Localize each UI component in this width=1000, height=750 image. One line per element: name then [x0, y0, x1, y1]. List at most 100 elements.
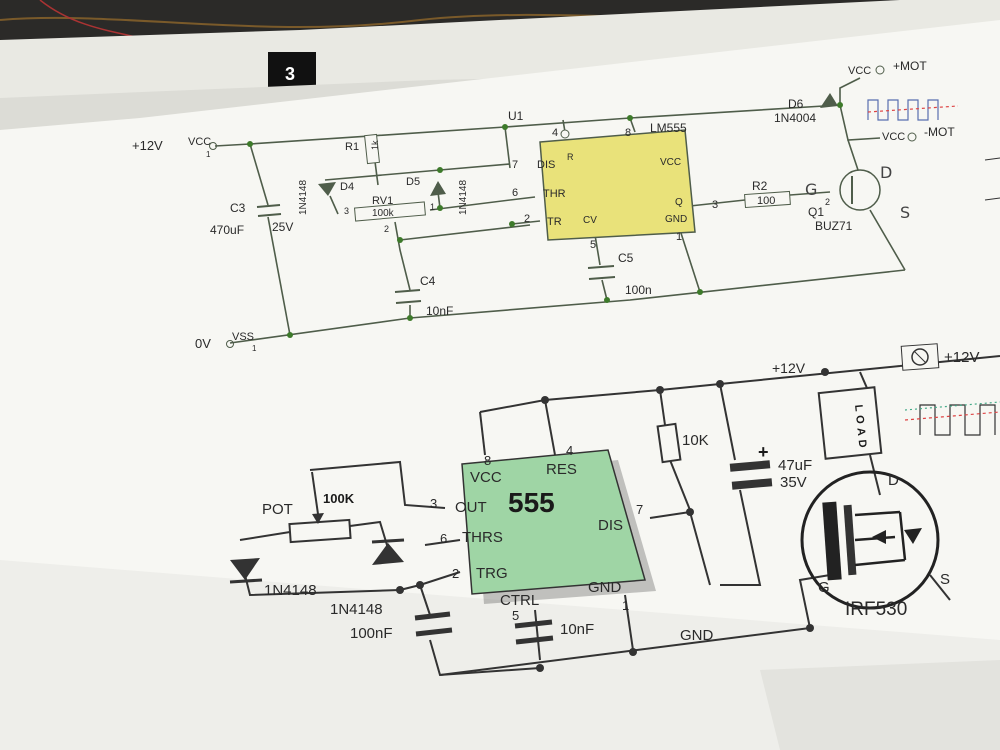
ic555-name: 555 [508, 487, 555, 518]
pin-4-bottom: 4 [566, 443, 573, 458]
hand-g: G [805, 180, 817, 199]
top-0v-label: 0V [195, 336, 211, 351]
pin-8-top: 8 [625, 127, 631, 139]
c4-symbol [394, 289, 422, 304]
u1-part: LM555 [650, 121, 687, 135]
mot-plus-label: +MOT [893, 59, 927, 73]
gnd-label: GND [680, 627, 714, 644]
load-label: LOAD [852, 404, 869, 452]
page-number-tab [268, 52, 316, 90]
bottom-supply-label: +12V [772, 360, 806, 376]
c5-value: 100n [625, 283, 652, 297]
u1-reset-bubble [560, 129, 570, 139]
r1-ref: R1 [345, 141, 359, 153]
bottom-junctions [396, 368, 829, 672]
diode-left-part: 1N4148 [264, 582, 317, 599]
u1-gnd-pin: GND [665, 214, 687, 225]
terminal-screw-slot [913, 350, 927, 364]
mosfet-g: G [818, 579, 830, 596]
top-vss-terminal [226, 340, 234, 348]
load-box [817, 386, 883, 460]
q1-ref: Q1 [808, 205, 824, 219]
cap-elec-plate2 [731, 478, 773, 490]
u1-vcc-pin: VCC [660, 157, 681, 168]
ic555-dis: DIS [598, 517, 623, 534]
top-vcc-net: VCC [188, 136, 211, 148]
c3-ref: C3 [230, 201, 246, 215]
u1-ic-body [539, 129, 696, 241]
mosfet-body-diode [904, 528, 922, 544]
pin-3-top: 3 [712, 199, 718, 211]
c5-ref: C5 [618, 251, 634, 265]
hand-d: D [880, 163, 892, 182]
terminal-label: +12V [944, 349, 979, 366]
d6-part: 1N4004 [774, 111, 816, 125]
rv1-pin1: 1 [430, 202, 435, 212]
cap-mid-value: 10nF [560, 621, 594, 638]
d6-ref: D6 [788, 97, 804, 111]
mosfet-arrow [872, 530, 886, 544]
c5-symbol [587, 265, 616, 280]
diode-left-symbol [230, 558, 260, 580]
mosfet-s: S [940, 571, 950, 588]
pot-value: 100K [323, 491, 355, 506]
waveform-bottom [904, 401, 1000, 436]
cap-mid-symbol [514, 619, 554, 645]
r2-ref: R2 [752, 179, 768, 193]
c3-voltage: 25V [272, 220, 293, 234]
mosfet-circle [800, 470, 940, 610]
cap-elec-voltage: 35V [780, 474, 807, 491]
ic555-out: OUT [455, 499, 487, 516]
mosfet-channel [843, 504, 857, 576]
ic555-res: RES [546, 461, 577, 478]
q1-symbol [839, 169, 881, 211]
diode-right-part: 1N4148 [330, 601, 383, 618]
u1-q-pin: Q [675, 197, 683, 208]
d5-ref: D5 [406, 176, 420, 188]
ic555-vcc: VCC [470, 469, 502, 486]
top-vss-net: VSS [232, 331, 254, 343]
top-vcc-pin1: 1 [206, 150, 211, 159]
pin-5-top: 5 [590, 239, 596, 251]
rv1-body [353, 201, 426, 222]
mosfet-part: IRF530 [845, 599, 907, 620]
rv1-pin3: 3 [344, 206, 349, 216]
ic555-trg: TRG [476, 565, 508, 582]
pin-7-bottom: 7 [636, 502, 643, 517]
q1-part: BUZ71 [815, 219, 853, 233]
c4-ref: C4 [420, 274, 436, 288]
d5-symbol [430, 181, 446, 196]
r2-body [744, 190, 791, 209]
res-10k-body [656, 422, 682, 464]
edge-marks [984, 157, 1000, 201]
page-number: 3 [285, 64, 295, 84]
cap-elec-plate1 [729, 460, 771, 472]
d4-symbol [318, 182, 336, 196]
d4-part: 1N4148 [298, 180, 309, 215]
pin-1-bottom: 1 [622, 598, 629, 613]
cap-left-value: 100nF [350, 625, 393, 642]
diode-left-bar [229, 578, 263, 584]
r1-value: 1k [370, 140, 380, 150]
paper-bottom [0, 560, 1000, 750]
c4-value: 10nF [426, 304, 453, 318]
pot-body [288, 518, 352, 544]
ic555-gnd: GND [588, 579, 622, 596]
mosfet-d: D [888, 472, 899, 489]
cap-elec-plus: + [758, 442, 769, 462]
r2-value: 100 [757, 195, 775, 207]
mosfet-gate [822, 501, 842, 581]
pin-2-top: 2 [524, 213, 530, 225]
mot-minus-terminal [907, 132, 917, 142]
u1-ref: U1 [508, 109, 524, 123]
pin-2-bottom: 2 [452, 566, 459, 581]
diode-right-symbol [372, 543, 404, 565]
mot-minus-net: VCC [882, 131, 905, 143]
top-wires [214, 77, 906, 344]
terminal-screw-icon [911, 348, 929, 366]
pot-wiper-line [311, 471, 319, 515]
pot-label: POT [262, 501, 293, 518]
pin-7-top: 7 [512, 159, 518, 171]
ic555-ctrl: CTRL [500, 592, 539, 609]
